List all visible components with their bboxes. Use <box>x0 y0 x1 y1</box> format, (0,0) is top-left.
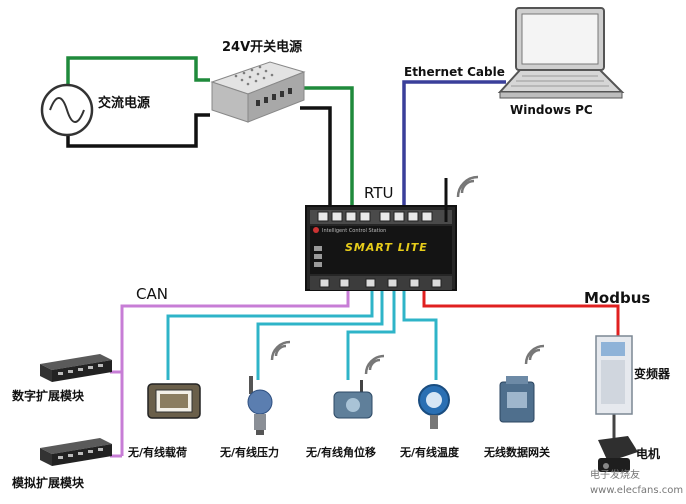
frequency-inverter <box>595 335 633 415</box>
pressure-sensor <box>247 340 291 435</box>
pressure-label: 无/有线压力 <box>219 445 279 459</box>
laptop-icon <box>497 7 625 99</box>
terminal-ports <box>317 211 433 222</box>
psu-to-rtu-wire-green <box>300 86 354 214</box>
digital-expansion-module <box>40 354 112 382</box>
ac-power-source <box>40 83 94 137</box>
can-label: CAN <box>136 285 168 303</box>
temperature-sensor <box>418 384 450 429</box>
sensor-bus <box>166 290 438 380</box>
pressure-wireless-icon <box>270 340 291 361</box>
ac-to-psu-wire-black <box>66 113 210 148</box>
ethernet-label: Ethernet Cable <box>404 65 505 79</box>
watermark-url: www.elecfans.com <box>590 485 683 496</box>
watermark-brand: 电子发烧友 <box>590 468 640 481</box>
analog-expansion-module <box>40 438 112 466</box>
psu-to-rtu-wire-black <box>300 106 332 214</box>
modbus-label: Modbus <box>584 289 650 307</box>
motor-label: 电机 <box>636 446 660 461</box>
temperature-label: 无/有线温度 <box>399 445 460 459</box>
angle-sensor <box>333 354 385 419</box>
load-sensor <box>147 383 201 419</box>
gateway-wireless-icon <box>524 344 545 365</box>
ac-power-label: 交流电源 <box>98 95 150 111</box>
load-label: 无/有线载荷 <box>127 445 187 459</box>
inverter-label: 变频器 <box>634 366 671 381</box>
device-subtitle: Intelligent Control Station <box>322 228 386 234</box>
ethernet-cable <box>402 80 506 214</box>
wireless-gateway <box>499 344 545 423</box>
rtu-label: RTU <box>364 184 393 202</box>
ac-to-psu-wire-green <box>66 56 210 92</box>
angle-label: 无/有线角位移 <box>305 445 376 459</box>
modbus-cable <box>422 290 620 336</box>
analog-module-label: 模拟扩展模块 <box>12 475 85 490</box>
power-wiring <box>66 56 354 214</box>
power-supply-unit <box>210 61 306 123</box>
psu-label: 24V开关电源 <box>222 39 302 55</box>
pc-label: Windows PC <box>510 103 593 117</box>
device-brand: SMART LITE <box>345 241 428 254</box>
gateway-label: 无线数据网关 <box>483 445 550 459</box>
sine-wave-icon <box>49 97 85 123</box>
rtu-wireless-icon <box>456 175 479 198</box>
angle-wireless-icon <box>364 354 385 375</box>
digital-module-label: 数字扩展模块 <box>12 388 85 403</box>
rtu-controller: Intelligent Control Station SMART LITE <box>305 175 479 291</box>
electric-motor <box>598 436 638 472</box>
